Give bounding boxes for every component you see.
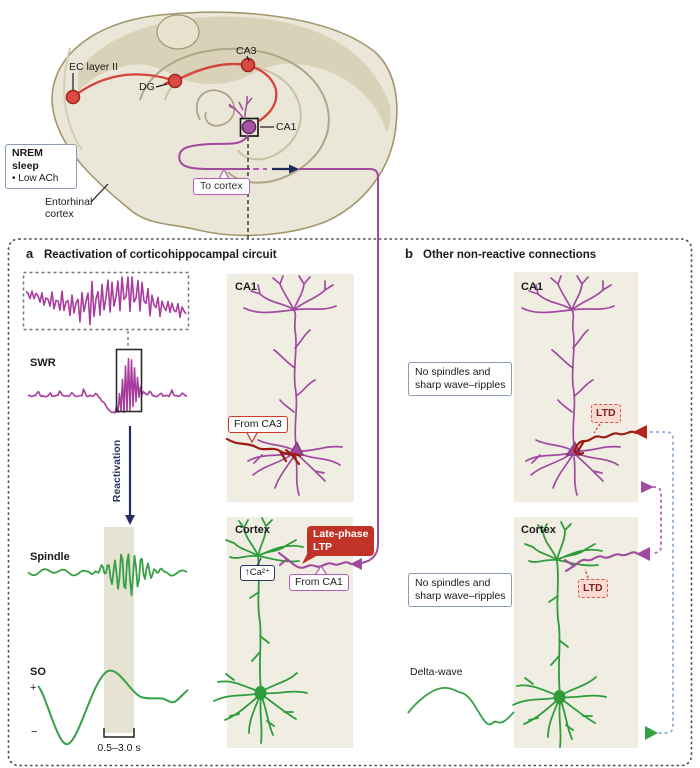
no-spindles-1-line1: No spindles and [415,366,491,378]
hippocampus-curve-outer [139,47,330,184]
calcium-box: ↑Ca²⁺ [240,565,276,581]
from-ca1-box: From CA1 [289,574,349,592]
no-spindles-2-line1: No spindles and [415,577,491,589]
to-cortex-label: To cortex [200,180,243,192]
panel-b-cortex-region-label: Cortex [521,524,556,536]
panels-dashed-border [7,238,693,767]
so-label: SO [30,666,46,678]
no-spindles-2-line2: sharp wave–ripples [415,590,506,603]
panel-b-ca1-region-label: CA1 [521,281,544,293]
no-spindles-box-2: No spindles and sharp wave–ripples [408,573,513,608]
ec-node [65,89,81,105]
swr-trace [28,357,188,414]
no-spindles-box-1: No spindles and sharp wave–ripples [408,362,513,397]
entorhinal-line1: Entorhinal [45,196,93,208]
ca1-node [241,119,257,135]
left-lobe-fold [63,47,83,151]
delta-wave-label: Delta-wave [410,666,463,678]
nrem-sleep-title: NREM sleep [12,147,43,173]
ltd2-box-tail [584,568,589,579]
panel-b-title: Other non-reactive connections [423,249,597,261]
reactivation-label: Reactivation [110,439,123,503]
ltd-1-label: LTD [596,407,616,419]
ca-box-tail [256,557,262,567]
from-ca3-box: From CA3 [228,416,288,434]
purple-in-arrowhead [636,547,650,561]
entorhinal-line2: cortex [45,208,74,221]
ca3-node [240,57,256,73]
ltd-2-label: LTD [583,582,603,594]
no-spindles-1-line2: sharp wave–ripples [415,379,506,392]
ltd1-box-tail [593,423,601,434]
ca1-highlight-square [239,117,259,137]
ec-layer-label: EC layer II [69,61,119,73]
label-pointer-lines [72,55,274,203]
purple-out-arrowhead [641,481,654,493]
panel-b-ca1-to-cortex-axon [563,551,640,573]
panel-a-ca1-region-label: CA1 [235,281,258,293]
from-ca3-label: From CA3 [234,418,282,430]
nrem-sleep-box: NREM sleep • Low ACh [5,144,77,189]
brain-cortex-shade [78,16,391,133]
ltd-box-2: LTD [578,579,608,599]
green-arrowhead [645,726,658,740]
so-plus-label: + [30,682,37,694]
entorhinal-cortex-label: Entorhinal cortex [45,196,92,220]
brain-illustration [51,11,398,237]
late-phase-ltp-box: Late-phase LTP [307,526,375,557]
scale-label: 0.5–3.0 s [97,742,141,754]
from-ca1-label: From CA1 [295,576,343,588]
ltp-line1: Late-phase [313,528,369,540]
so-trace [37,669,189,745]
ca1-dendrites [228,95,253,119]
panel-a-ca1-region [227,274,354,502]
delta-wave-trace [407,687,515,726]
ripple-zoom-trace [25,276,187,326]
ltp-line2: LTP [313,541,333,554]
panel-a-cortex-region-label: Cortex [235,524,270,536]
ca1-to-cortex-dashed-connector [636,481,662,561]
panel-a-id: a [26,246,34,261]
from-ca1-connector [277,240,379,570]
ca3-label: CA3 [236,45,257,57]
panel-a-ca3-axon [225,437,302,466]
brain-fimbria-knob [156,14,200,50]
panel-a-title: Reactivation of corticohippocampal circu… [44,249,277,261]
ca1-label: CA1 [276,121,297,133]
so-minus-label: − [31,726,38,738]
spindle-label: Spindle [30,551,70,563]
swr-event-rect [115,348,143,413]
dg-node [167,73,183,89]
red-arrowhead [633,425,647,439]
panel-b-cortex-to-ca1-axon [573,430,638,456]
dg-label: DG [139,81,155,93]
calcium-label: ↑Ca²⁺ [245,567,271,578]
swr-label: SWR [30,357,56,369]
to-cortex-arrowhead [289,164,299,174]
pathway-nodes [65,57,259,137]
ltd-box-1: LTD [591,404,621,424]
ca1-output-axon [178,134,379,240]
scale-bracket [103,728,135,738]
reactivation-arrow [125,426,135,525]
spindle-trace [27,553,188,597]
low-ach-label: • Low ACh [12,173,59,185]
to-cortex-box: To cortex [193,178,250,196]
cortex-to-ca1-dashed-connector [633,425,674,740]
panel-b-id: b [405,246,413,261]
